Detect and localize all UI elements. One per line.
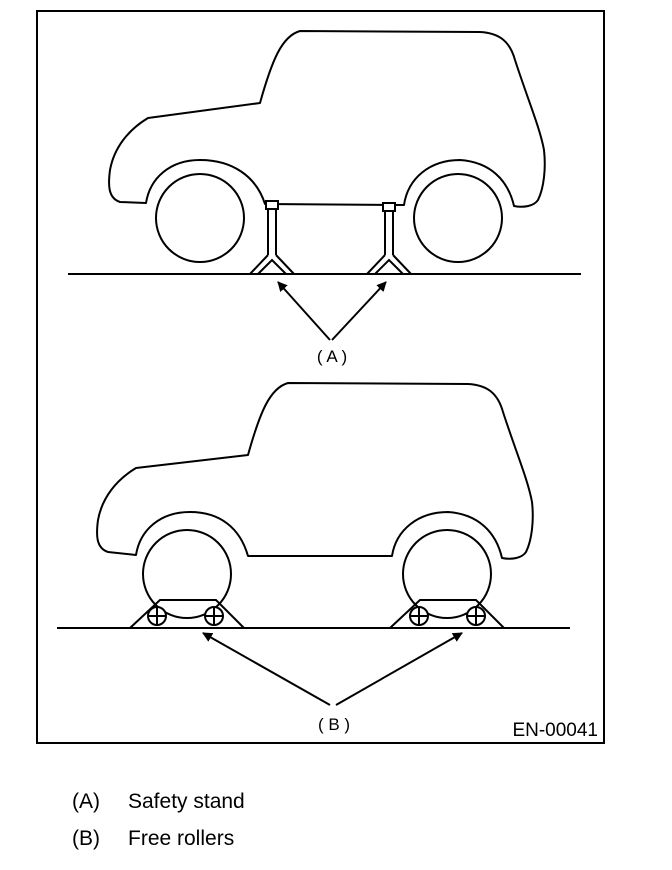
safety-stand-right	[366, 202, 412, 275]
car-body-bottom	[96, 382, 534, 560]
free-roller-rear-2	[466, 606, 486, 626]
legend-item-b: (B) Free rollers	[72, 827, 234, 851]
rear-wheel-bottom	[402, 529, 492, 619]
callout-arrow-a-right	[331, 281, 387, 341]
callout-arrow-a-left	[277, 281, 331, 341]
legend-item-a: (A) Safety stand	[72, 790, 245, 814]
front-wheel-bottom	[142, 529, 232, 619]
legend-key-a: (A)	[72, 790, 100, 813]
figure-frame	[36, 10, 605, 744]
safety-stand-left	[249, 200, 295, 275]
rear-wheel-top	[413, 173, 503, 263]
car-on-safety-stands: ( A )	[68, 30, 581, 366]
figure-code: EN-00041	[512, 720, 598, 741]
callout-label-a: ( A )	[317, 347, 347, 366]
front-wheel-top	[155, 173, 245, 263]
callout-label-b: ( B )	[318, 715, 350, 734]
roller-base-front	[129, 599, 245, 629]
legend-key-b: (B)	[72, 827, 100, 850]
legend-text-a: Safety stand	[128, 790, 245, 813]
free-roller-front-1	[147, 606, 167, 626]
roller-base-rear	[389, 599, 505, 629]
free-roller-front-2	[204, 606, 224, 626]
car-body-top	[108, 30, 546, 208]
callout-arrow-b-left	[202, 632, 331, 706]
legend-text-b: Free rollers	[128, 827, 235, 850]
diagram-figure: ( A ) ( B ) EN-00041	[36, 10, 605, 744]
car-on-free-rollers: ( B )	[57, 382, 570, 734]
free-roller-rear-1	[409, 606, 429, 626]
callout-arrow-b-right	[335, 632, 463, 706]
